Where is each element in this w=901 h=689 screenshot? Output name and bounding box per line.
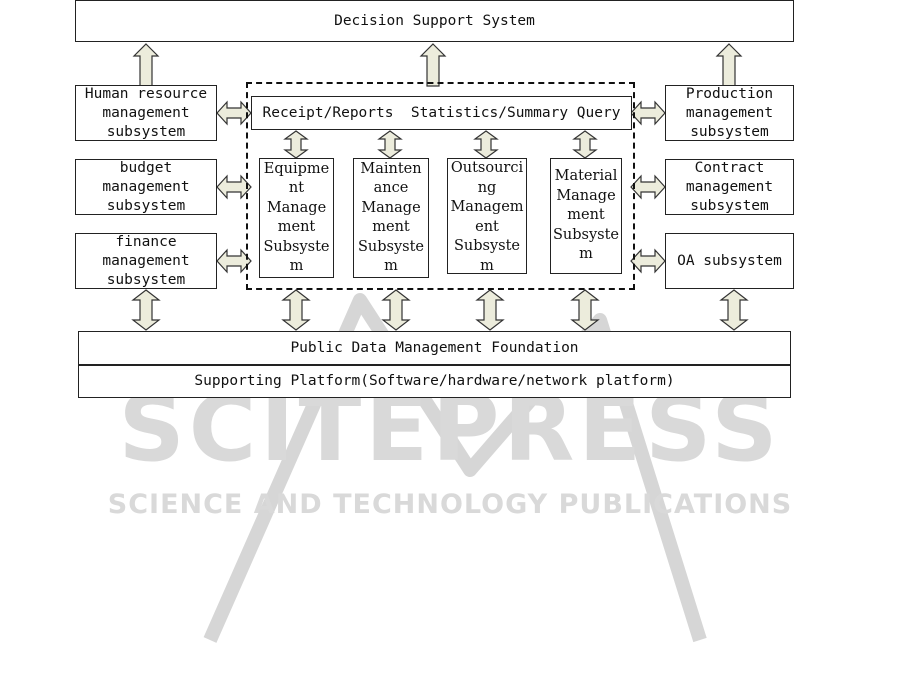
material-management-label: Material Manage ment Subsyste m (552, 168, 620, 263)
public-data-foundation-box: Public Data Management Foundation (78, 331, 791, 365)
arrow-v-bottom-2 (282, 289, 310, 331)
query-bar-box: Receipt/Reports Statistics/Summary Query (251, 96, 632, 130)
budget-management-box: budget management subsystem (75, 159, 217, 215)
material-management-box: Material Manage ment Subsyste m (550, 158, 622, 274)
hr-management-box: Human resource management subsystem (75, 85, 217, 141)
oa-subsystem-box: OA subsystem (665, 233, 794, 289)
arrow-v-bottom-4 (476, 289, 504, 331)
equipment-management-box: Equipme nt Manage ment Subsyste m (259, 158, 334, 278)
finance-management-label: finance management subsystem (102, 233, 190, 288)
arrow-h-right-3 (630, 249, 666, 273)
arrow-h-right-2 (630, 175, 666, 199)
equipment-management-label: Equipme nt Manage ment Subsyste m (263, 160, 330, 275)
outsourcing-management-label: Outsourci ng Managem ent Subsyste m (450, 160, 524, 274)
budget-management-label: budget management subsystem (102, 159, 190, 214)
hr-management-label: Human resource management subsystem (84, 85, 208, 140)
maintenance-management-label: Mainten ance Manage ment Subsyste m (357, 160, 425, 275)
supporting-platform-label: Supporting Platform(Software/hardware/ne… (194, 373, 675, 389)
decision-support-system-box: Decision Support System (75, 0, 794, 42)
production-management-box: Production management subsystem (665, 85, 794, 141)
watermark-peak-shape (203, 293, 707, 643)
contract-management-label: Contract management subsystem (685, 159, 774, 214)
outsourcing-management-box: Outsourci ng Managem ent Subsyste m (447, 158, 527, 274)
production-management-label: Production management subsystem (685, 85, 774, 140)
arrow-v-bottom-5 (571, 289, 599, 331)
finance-management-box: finance management subsystem (75, 233, 217, 289)
arrow-up-right (716, 43, 742, 87)
oa-subsystem-label: OA subsystem (677, 252, 782, 269)
arrow-up-center (420, 43, 446, 87)
supporting-platform-box: Supporting Platform(Software/hardware/ne… (78, 365, 791, 398)
arrow-up-left (133, 43, 159, 87)
maintenance-management-box: Mainten ance Manage ment Subsyste m (353, 158, 429, 278)
arrow-v-bottom-3 (382, 289, 410, 331)
arrow-v-bottom-1 (132, 289, 160, 331)
contract-management-box: Contract management subsystem (665, 159, 794, 215)
arrow-h-right-1 (630, 101, 666, 125)
watermark-tagline: SCIENCE AND TECHNOLOGY PUBLICATIONS (108, 489, 792, 520)
arrow-v-bottom-6 (720, 289, 748, 331)
watermark-logo-lines (203, 293, 707, 643)
decision-support-system-label: Decision Support System (334, 12, 535, 29)
core-subsystems-container (246, 82, 635, 290)
query-bar-label: Receipt/Reports Statistics/Summary Query (262, 104, 621, 121)
public-data-foundation-label: Public Data Management Foundation (290, 339, 579, 356)
